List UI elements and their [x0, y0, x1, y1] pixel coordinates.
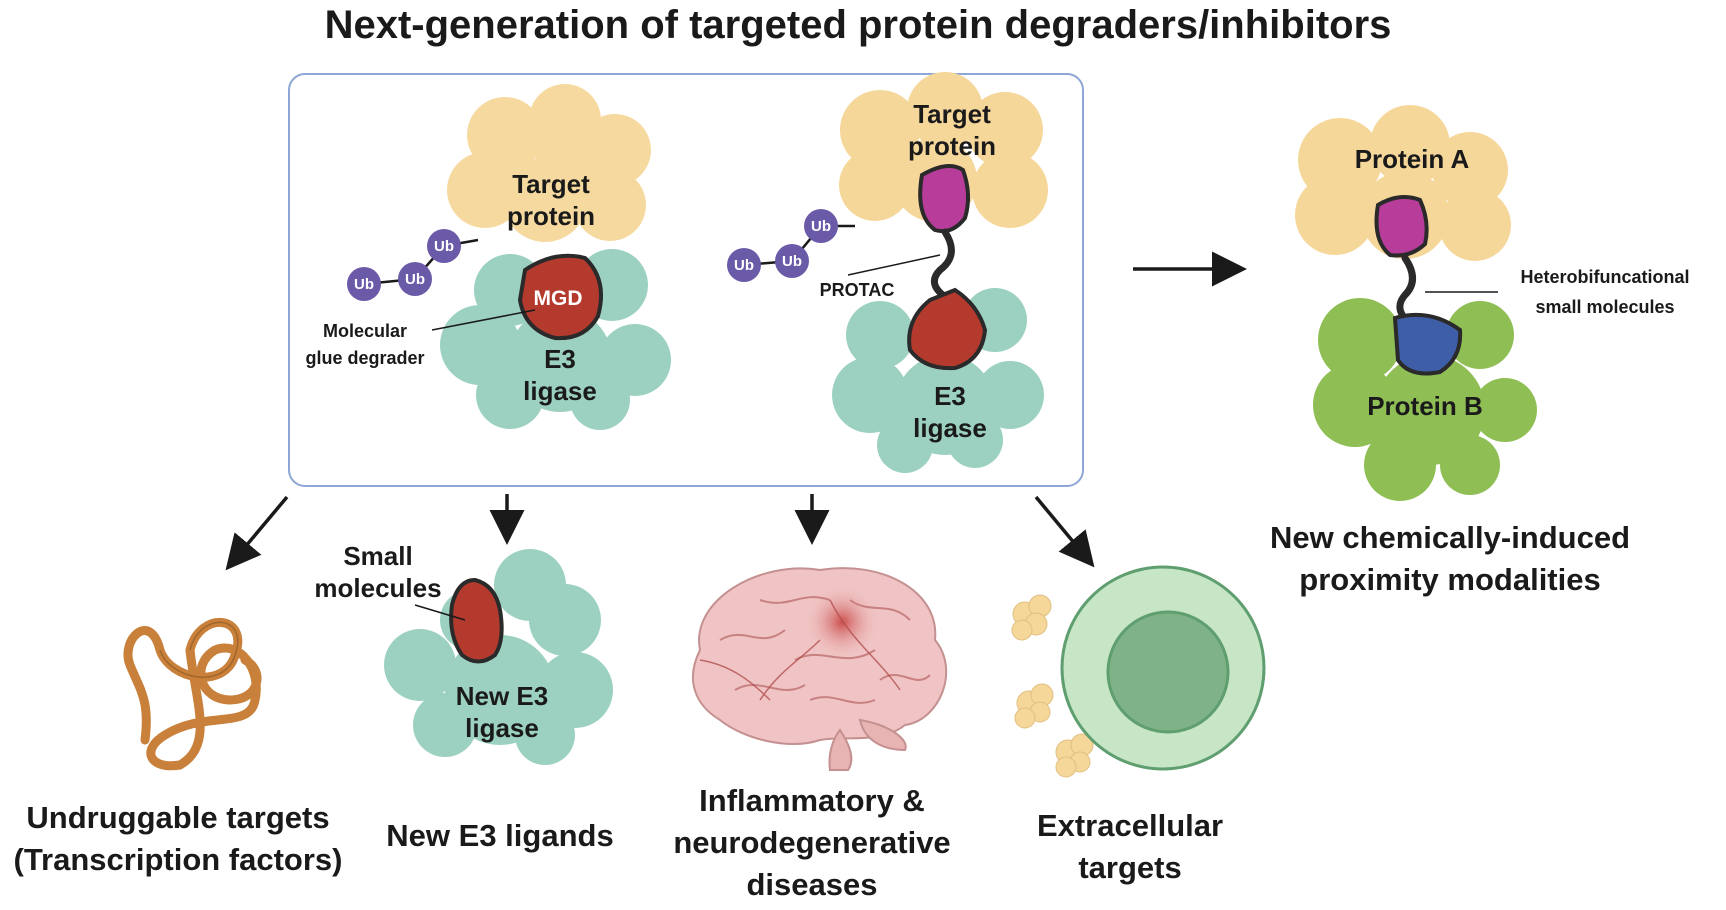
page-title: Next-generation of targeted protein degr…: [325, 3, 1392, 47]
small-molecules-label-2: molecules: [314, 573, 441, 603]
small-molecule-pointer: [414, 604, 466, 621]
protac-label: PROTAC: [820, 280, 895, 300]
proximity-caption-1: New chemically-induced: [1270, 520, 1630, 555]
svg-text:Ub: Ub: [434, 238, 454, 255]
extracellular-proteins: [1011, 594, 1094, 778]
protein-b-binder: [1392, 312, 1463, 376]
diseases-label-2: neurodegenerative: [673, 825, 950, 860]
new-e3-small-molecule: [449, 577, 504, 664]
extracellular-protein-1: [1011, 594, 1052, 641]
mgd-label: MGD: [534, 287, 583, 310]
protein-a-binder: [1374, 194, 1429, 258]
protac-pointer-line: [847, 254, 941, 276]
ubiquitin-6: Ub: [804, 209, 838, 243]
mgd-e3-label-1: E3: [544, 344, 576, 374]
hetero-label-1: Heterobifuncational: [1520, 267, 1689, 287]
arrow-extracellular: [1034, 495, 1095, 568]
small-molecules-label-1: Small: [343, 541, 412, 571]
glue-pointer-line: [431, 309, 536, 331]
glue-label-2: glue degrader: [305, 348, 424, 368]
protac-linker: [930, 228, 955, 304]
svg-text:Ub: Ub: [782, 253, 802, 270]
svg-text:Ub: Ub: [405, 271, 425, 288]
new-e3-ligands-caption: New E3 ligands: [386, 818, 613, 853]
mgd-complex: Target protein E3 ligase MGD Molecular g…: [305, 84, 671, 430]
new-e3-label-1: New E3: [456, 681, 549, 711]
proximity-complex: Protein A Protein B Heterobifuncational …: [1270, 105, 1690, 597]
undruggable-label-1: Undruggable targets: [26, 800, 329, 835]
new-e3-ligase-blob: [384, 549, 613, 765]
protac-target-label-1: Target: [913, 99, 991, 129]
extracellular-protein-3: [1055, 733, 1094, 778]
molecular-glue-shape: [517, 253, 603, 341]
protac-warhead: [918, 164, 970, 234]
ubiquitin-1: Ub: [347, 267, 381, 301]
proximity-caption-2: proximity modalities: [1299, 562, 1600, 597]
protac-target-label-2: protein: [908, 131, 996, 161]
protein-b-label: Protein B: [1367, 391, 1483, 421]
diseases-label-3: diseases: [747, 867, 878, 902]
mgd-target-label-1: Target: [512, 169, 590, 199]
ubiquitin-2: Ub: [398, 262, 432, 296]
extracellular-label-2: targets: [1078, 850, 1181, 885]
svg-text:Ub: Ub: [354, 276, 374, 293]
degrader-panel-border: [288, 73, 1084, 487]
protac-e3-ligand: [907, 287, 988, 371]
glue-label-1: Molecular: [323, 321, 407, 341]
cell-nucleus: [1106, 610, 1230, 734]
protein-b-blob: [1313, 298, 1537, 501]
undruggable-label-2: (Transcription factors): [14, 842, 343, 877]
ubiquitin-4: Ub: [727, 248, 761, 282]
extracellular-label-1: Extracellular: [1037, 808, 1223, 843]
diseases-label-1: Inflammatory &: [699, 783, 925, 818]
new-e3-label-2: ligase: [465, 713, 539, 743]
extracellular-protein-2: [1014, 683, 1054, 729]
protac-complex: Target protein E3 ligase PROTAC Ub: [727, 72, 1048, 473]
svg-text:Ub: Ub: [734, 257, 754, 274]
ubiquitin-3: Ub: [427, 229, 461, 263]
hetero-label-2: small molecules: [1535, 297, 1674, 317]
mgd-e3-label-2: ligase: [523, 376, 597, 406]
svg-text:Ub: Ub: [811, 218, 831, 235]
protac-e3-label-1: E3: [934, 381, 966, 411]
transcription-factor-coil-dark: [159, 621, 239, 678]
brain-illustration: [691, 567, 948, 771]
ubiquitin-5: Ub: [775, 244, 809, 278]
arrow-undruggable: [225, 495, 289, 571]
protac-e3-label-2: ligase: [913, 413, 987, 443]
e3-ligase-blob-2: [832, 288, 1044, 473]
target-protein-cloud-1: [447, 84, 651, 242]
mgd-target-label-2: protein: [507, 201, 595, 231]
protein-a-label: Protein A: [1355, 144, 1470, 174]
